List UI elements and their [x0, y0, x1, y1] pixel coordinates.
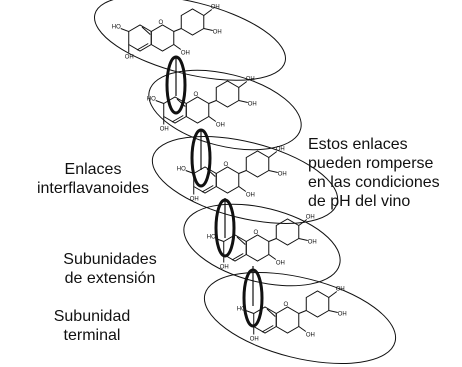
label-interflavan-line2: interflavanoides — [36, 180, 150, 197]
interflavan-bond-highlight-2 — [214, 198, 236, 258]
c3-oh-3: OH — [276, 261, 285, 267]
c3-oh-bond-4 — [298, 326, 307, 332]
b-ring-oh-1-3: OH — [306, 215, 315, 221]
a-ring-ho-4: HO — [237, 307, 246, 313]
a-ring-oh-3: OH — [220, 265, 229, 271]
b-ring-oh-2-0: OH — [213, 30, 222, 36]
a-ring-double-bond-b-0 — [141, 26, 151, 35]
b-ring-4 — [305, 290, 330, 318]
b-ring-oh-bond-1-4 — [328, 291, 338, 298]
c-b-bond-2 — [238, 170, 247, 174]
c3-oh-bond-2 — [238, 186, 247, 192]
c3-oh-bond-3 — [268, 254, 277, 260]
ring-oxygen-1: O — [194, 92, 199, 98]
subunit-ellipse-2 — [151, 136, 339, 224]
a-ring-double-bond-3 — [231, 253, 244, 261]
label-extension-line2: de extensión — [64, 270, 156, 287]
label-terminal-subunit: Subunidad terminal — [32, 307, 152, 345]
a-ring-ho-0: HO — [112, 25, 121, 31]
c3-oh-bond-1 — [208, 116, 217, 122]
label-terminal-line2: terminal — [63, 327, 121, 344]
c-ring-2 — [215, 166, 240, 194]
b-ring-oh-bond-2-2 — [268, 170, 278, 173]
ring-oxygen-4: O — [284, 302, 289, 308]
b-ring-oh-bond-1-2 — [268, 151, 278, 158]
c-ring-0 — [150, 24, 175, 52]
interflavan-bond-highlight-3 — [242, 268, 264, 328]
a-ring-double-bond-2 — [201, 185, 214, 193]
a-ring-oh-1: OH — [160, 127, 169, 133]
b-ring-oh-bond-2-3 — [298, 238, 308, 241]
c-ring-1 — [185, 96, 210, 124]
c-ring-4 — [275, 306, 300, 334]
c3-oh-1: OH — [216, 123, 225, 129]
a-ring-ho-1: HO — [147, 97, 156, 103]
c3-oh-0: OH — [181, 51, 190, 57]
label-interflavan-line1: Enlaces — [64, 161, 122, 178]
a-ring-oh-0: OH — [125, 55, 134, 61]
b-ring-oh-1-2: OH — [276, 147, 285, 153]
label-terminal-line1: Subunidad — [53, 308, 131, 325]
label-extension-line1: Subunidades — [63, 251, 157, 268]
a-ring-double-bond-b-3 — [236, 236, 246, 245]
c-b-bond-3 — [268, 238, 277, 242]
a-ring-ho-bond-1 — [155, 100, 164, 104]
a-ring-ho-2: HO — [177, 167, 186, 173]
b-ring-oh-2-2: OH — [278, 172, 287, 178]
a-ring-double-bond-b-1 — [176, 98, 186, 107]
b-ring-oh-bond-1-0 — [203, 9, 213, 16]
ring-oxygen-0: O — [159, 20, 164, 26]
a-ring-double-bond-1 — [171, 115, 184, 123]
c3-oh-bond-0 — [173, 44, 182, 50]
b-ring-1 — [215, 80, 240, 108]
a-ring-double-bond-4 — [261, 325, 274, 333]
label-note-line3: en las condiciones — [308, 174, 440, 191]
a-ring-ho-bond-4 — [245, 310, 254, 314]
c-b-bond-0 — [173, 28, 182, 32]
c3-oh-4: OH — [306, 333, 315, 339]
b-ring-oh-bond-2-4 — [328, 310, 338, 313]
a-ring-double-bond-b-4 — [266, 308, 276, 317]
label-note-line4: de pH del vino — [308, 193, 411, 210]
c-b-bond-1 — [208, 100, 217, 104]
c-ring-3 — [245, 234, 270, 262]
flavanol-unit-4: O OH OH OH OH HO — [237, 287, 347, 343]
a-ring-ho-bond-0 — [120, 28, 129, 32]
b-ring-oh-2-4: OH — [338, 312, 347, 318]
a-ring-oh-4: OH — [250, 337, 259, 343]
b-ring-oh-2-3: OH — [308, 240, 317, 246]
subunit-ellipse-4 — [203, 272, 397, 364]
c-b-bond-4 — [298, 310, 307, 314]
ring-oxygen-2: O — [224, 162, 229, 168]
b-ring-oh-bond-2-1 — [238, 100, 248, 103]
b-ring-oh-bond-1-1 — [238, 81, 248, 88]
a-ring-double-bond-0 — [136, 43, 149, 51]
a-ring-0 — [128, 24, 152, 52]
b-ring-oh-1-4: OH — [336, 287, 345, 293]
interflavan-bond-highlight-1 — [190, 128, 212, 188]
label-note-line1: Estos enlaces — [308, 136, 408, 153]
b-ring-oh-bond-2-0 — [203, 28, 213, 31]
subunit-ellipse-0 — [94, 0, 286, 81]
label-bond-breaking-note: Estos enlaces pueden romperse en las con… — [308, 135, 440, 211]
a-ring-3 — [223, 234, 247, 262]
label-extension-subunits: Subunidades de extensión — [45, 250, 175, 288]
interflavan-bond-highlight-0 — [165, 55, 187, 115]
a-ring-oh-2: OH — [190, 197, 199, 203]
c3-oh-2: OH — [246, 193, 255, 199]
subunit-ellipse-1 — [148, 69, 302, 151]
label-interflavan-bonds: Enlaces interflavanoides — [28, 160, 158, 198]
ring-oxygen-3: O — [254, 230, 259, 236]
b-ring-0 — [180, 8, 205, 36]
flavanol-unit-3: O OH OH OH OH HO — [207, 215, 317, 271]
b-ring-2 — [245, 150, 270, 178]
a-ring-ho-3: HO — [207, 235, 216, 241]
label-note-line2: pueden romperse — [308, 155, 434, 172]
b-ring-oh-2-1: OH — [248, 102, 257, 108]
